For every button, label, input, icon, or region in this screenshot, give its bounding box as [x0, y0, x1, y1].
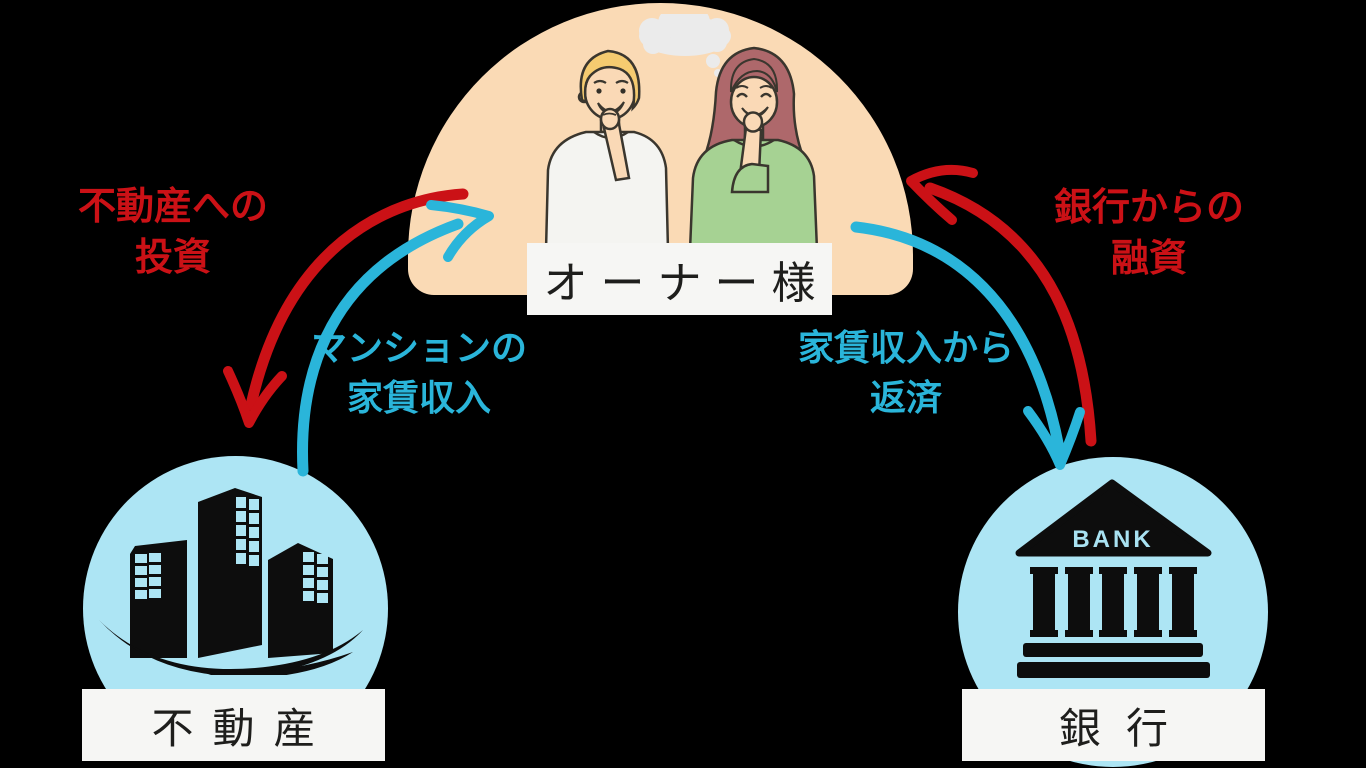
bank-label-text: 銀行	[1058, 704, 1193, 752]
bank-sign-text: BANK	[1072, 526, 1153, 553]
loan-label-line2: 融資	[1110, 235, 1187, 280]
rent-label-line1: マンションの	[310, 327, 527, 369]
invest-label-line2: 投資	[134, 234, 211, 279]
city-buildings-icon	[99, 488, 363, 675]
bank-columns	[1030, 567, 1197, 637]
bank-building-icon: BANK	[1015, 479, 1212, 678]
bank-pediment	[1015, 479, 1212, 557]
loan-label-line1: 銀行からの	[1053, 184, 1244, 229]
owner-label: オーナー様	[527, 243, 832, 315]
swoosh-wave	[99, 620, 363, 675]
couple-thinking-illustration	[544, 14, 819, 250]
thought-bubble-icon	[639, 14, 731, 77]
repay-label-line1: 家賃収入から	[797, 327, 1014, 369]
building-windows	[135, 497, 328, 603]
invest-flow-label: 不動産への 投資	[53, 180, 293, 282]
owner-label-text: オーナー様	[543, 258, 829, 309]
rent-flow-label: マンションの 家賃収入	[299, 323, 539, 423]
woman-figure	[688, 46, 819, 250]
bank-base-steps	[1017, 643, 1210, 678]
repay-flow-label: 家賃収入から 返済	[786, 323, 1026, 423]
rent-label-line2: 家賃収入	[346, 377, 491, 419]
estate-label: 不動産	[82, 689, 385, 761]
invest-label-line1: 不動産への	[77, 183, 268, 228]
bank-label: 銀行	[962, 689, 1265, 761]
estate-label-text: 不動産	[151, 704, 335, 752]
loan-flow-label: 銀行からの 融資	[1029, 181, 1269, 283]
repay-label-line2: 返済	[869, 377, 942, 419]
man-figure	[544, 49, 670, 250]
